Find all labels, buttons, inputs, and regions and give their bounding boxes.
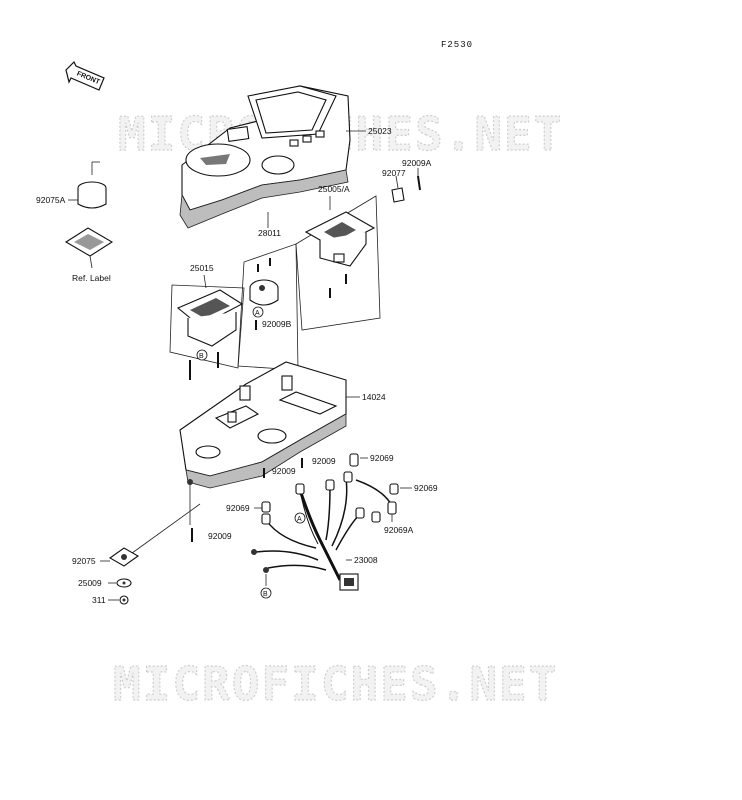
callout-socket-2: 92069 (414, 483, 438, 493)
callout-damper: 92075 (72, 556, 96, 566)
callout-screw-92009a: 92009A (402, 158, 432, 168)
figure-code: F2530 (441, 40, 473, 50)
callout-tachometer: 28011 (258, 228, 281, 238)
callout-nut: 311 (92, 595, 106, 605)
svg-text:B: B (199, 353, 204, 360)
circle-mark-a-upper: A (252, 306, 264, 318)
leader-damper (127, 503, 201, 557)
callout-damper-92075a: 92075A (36, 195, 66, 205)
callout-bolt-92077: 92077 (382, 168, 406, 178)
callout-socket-1: 92069 (370, 453, 394, 463)
callout-ref-label: Ref. Label (72, 273, 111, 283)
callout-socket-a: 92069A (384, 525, 414, 535)
meter-panel (295, 195, 381, 331)
screw-92009a (417, 168, 421, 191)
callout-case: 14024 (362, 392, 386, 402)
bolt-92077 (391, 175, 405, 203)
callout-socket-3: 92069 (226, 503, 250, 513)
socket-92069-1 (349, 453, 368, 467)
meter-case (179, 361, 360, 489)
socket-92069-3 (254, 501, 271, 513)
damper-92075 (100, 547, 140, 567)
front-arrow-icon: FRONT (65, 60, 105, 91)
tachometer-panel (237, 243, 299, 371)
svg-text:A: A (255, 310, 260, 317)
circle-mark-b-upper: B (196, 349, 208, 361)
callout-meter-cover: 25023 (368, 126, 392, 136)
circle-mark-b-lower: B (260, 574, 272, 599)
meter-cover (179, 85, 366, 229)
washer-25009 (108, 578, 132, 588)
damper-92075a (68, 161, 107, 209)
circle-mark-a-lower: A (294, 512, 306, 524)
tachometer (249, 258, 279, 306)
callout-meter-assembly: 25005/A (318, 184, 350, 194)
watermark-bottom: MICROFICHES.NET (113, 657, 558, 711)
wiring-harness (251, 471, 393, 591)
callout-speedometer: 25015 (190, 263, 214, 273)
nut-311 (108, 595, 129, 605)
meter-assembly (304, 211, 376, 298)
reference-label-sheet (64, 227, 114, 269)
callout-screw-3: 92009 (208, 531, 232, 541)
socket-92069-2 (389, 483, 412, 495)
callout-washer: 25009 (78, 578, 102, 588)
speedometer (176, 289, 244, 380)
callout-screw-92009b: 92009B (262, 319, 292, 329)
callout-screw-1: 92009 (272, 466, 296, 476)
svg-text:A: A (297, 516, 302, 523)
svg-text:B: B (263, 591, 268, 598)
speedometer-panel (169, 284, 245, 369)
callout-screw-2: 92009 (312, 456, 336, 466)
socket-92069a (387, 501, 397, 522)
callout-harness: 23008 (354, 555, 378, 565)
